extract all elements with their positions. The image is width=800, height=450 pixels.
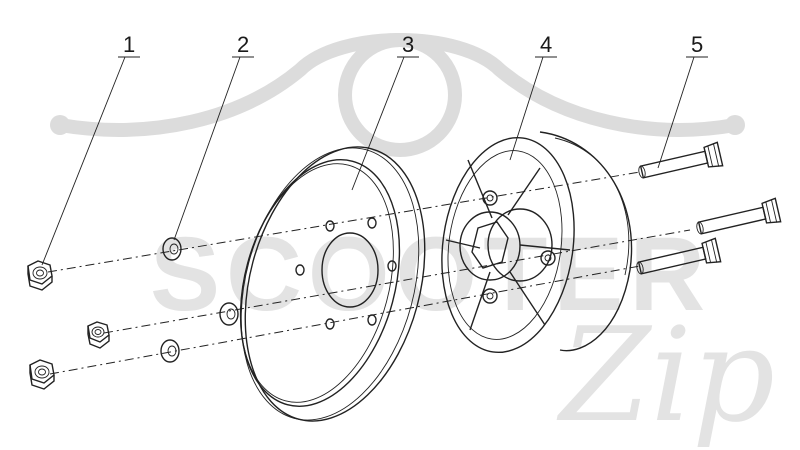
part-5-bolts: [636, 141, 782, 275]
part-4-pulley-hub: [441, 131, 633, 354]
watermark-text: SCOOTER: [150, 216, 711, 333]
callout-label-5: 5: [691, 32, 703, 57]
callout-label-3: 3: [402, 32, 414, 57]
callout-5: 5: [657, 32, 708, 169]
callout-label-4: 4: [540, 32, 552, 57]
part-1-nuts: [27, 260, 110, 390]
callout-3: 3: [351, 32, 419, 191]
callout-4: 4: [509, 32, 557, 161]
watermark-script: Zip: [556, 299, 775, 450]
callout-1: 1: [41, 32, 140, 266]
callout-2: 2: [173, 32, 254, 241]
part-2-washers: [160, 237, 239, 363]
assembly-centerlines: [47, 171, 691, 375]
callout-label-2: 2: [237, 32, 249, 57]
callout-label-1: 1: [123, 32, 135, 57]
watermark-logo: SCOOTER Zip: [50, 33, 775, 450]
part-3-brake-drum: [239, 146, 426, 422]
callouts: 1 2 3 4 5: [41, 32, 708, 266]
